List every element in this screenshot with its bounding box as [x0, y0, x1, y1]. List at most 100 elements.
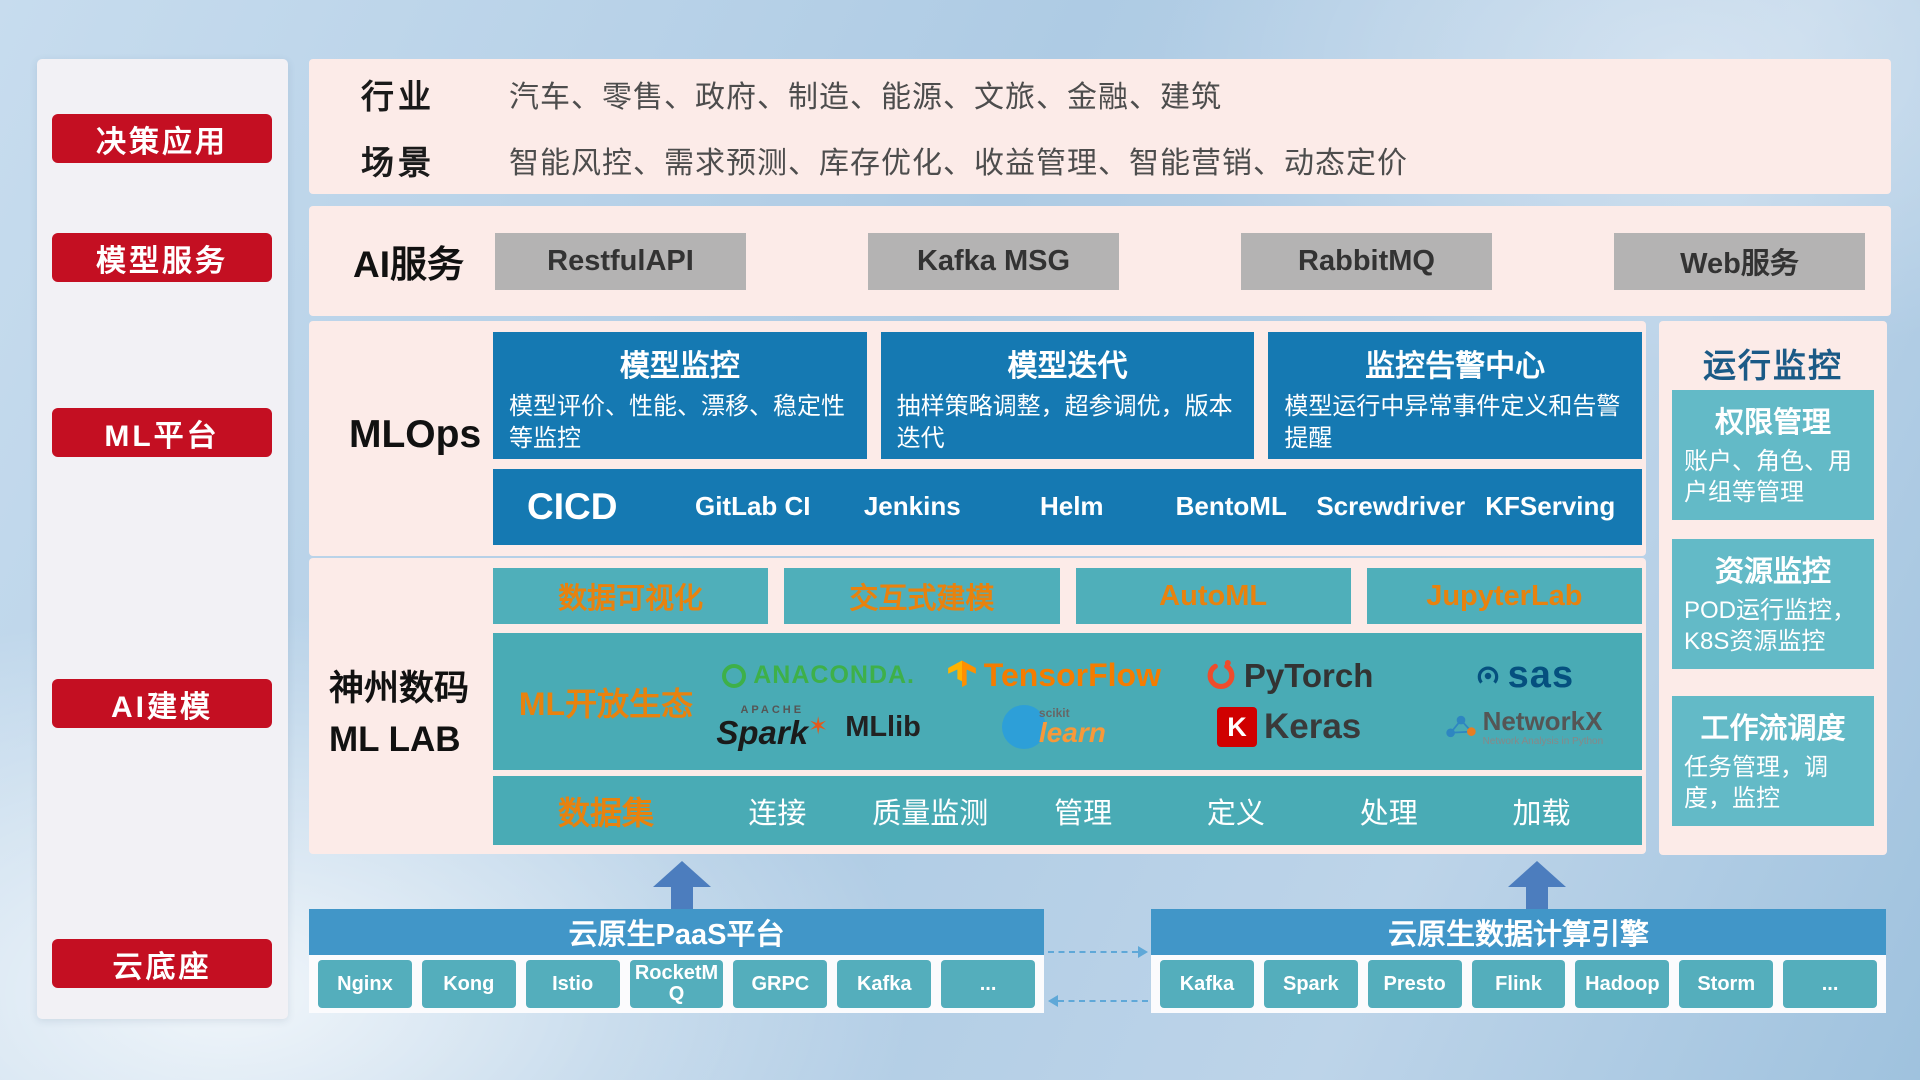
- jupyterlab-button: JupyterLab: [1366, 568, 1642, 624]
- more-chip: ...: [941, 960, 1036, 1008]
- web-service-button: Web服务: [1614, 232, 1865, 290]
- spark-mllib-logo: APACHE Spark ✶ MLlib: [701, 704, 936, 751]
- spark-label: Spark: [716, 714, 809, 751]
- paas-platform-bar: 云原生PaaS平台: [309, 909, 1044, 955]
- tensorflow-logo: TensorFlow: [936, 657, 1171, 694]
- alert-center-card: 监控告警中心 模型运行中异常事件定义和告警提醒: [1268, 332, 1643, 459]
- mllib-label: MLlib: [845, 710, 921, 743]
- pytorch-icon: [1207, 659, 1235, 689]
- ml-lab-label-line1: 神州数码: [329, 669, 470, 708]
- dataset-define: 定义: [1206, 797, 1265, 830]
- sidebar-item-model-service: 模型服务: [52, 233, 272, 282]
- tensorflow-icon: [947, 660, 976, 688]
- dataset-load: 加载: [1512, 797, 1571, 830]
- dashed-arrow-right-icon: [1138, 946, 1148, 958]
- automl-button: AutoML: [1075, 568, 1351, 624]
- nginx-chip: Nginx: [318, 960, 412, 1008]
- bentoml-item: BentoML: [1175, 491, 1287, 522]
- dataset-label: 数据集: [557, 794, 654, 831]
- data-visualization-button: 数据可视化: [493, 568, 769, 624]
- kong-chip: Kong: [421, 960, 516, 1008]
- ml-lab-tools: 数据可视化 交互式建模 AutoML JupyterLab: [493, 568, 1642, 624]
- keras-label: Keras: [1263, 707, 1362, 746]
- industry-value: 汽车、零售、政府、制造、能源、文旅、金融、建筑: [509, 80, 1222, 114]
- card-title: 资源监控: [1714, 556, 1831, 588]
- card-title: 模型迭代: [1007, 350, 1128, 383]
- ai-service-buttons: RestfulAPI Kafka MSG RabbitMQ Web服务: [495, 232, 1865, 290]
- resource-monitor-card: 资源监控 POD运行监控，K8S资源监控: [1672, 539, 1874, 669]
- keras-logo: K Keras: [1172, 707, 1407, 747]
- istio-chip: Istio: [525, 960, 620, 1008]
- kfserving-item: KFServing: [1485, 491, 1616, 522]
- scikit-learn-logo: scikit learn: [936, 705, 1171, 749]
- spark-wordmark: APACHE Spark ✶: [716, 704, 829, 751]
- grpc-chip: GRPC: [733, 960, 828, 1008]
- dataset-items: 连接 质量监测 管理 定义 处理 加载: [701, 790, 1618, 832]
- tensorflow-label: TensorFlow: [983, 657, 1161, 693]
- card-desc: 模型评价、性能、漂移、稳定性等监控: [509, 393, 845, 452]
- jenkins-item: Jenkins: [863, 491, 961, 522]
- left-sidebar: 决策应用 模型服务 ML平台 AI建模 云底座: [37, 59, 288, 1019]
- card-desc: 账户、角色、用户组等管理: [1684, 448, 1852, 507]
- data-engine-components-strip: Kafka Spark Presto Flink Hadoop Storm ..…: [1151, 955, 1886, 1013]
- kafka-msg-button: Kafka MSG: [868, 232, 1119, 290]
- cicd-label: CICD: [527, 486, 618, 527]
- networkx-icon: [1445, 715, 1476, 738]
- pytorch-label: PyTorch: [1243, 656, 1374, 694]
- card-desc: 任务管理，调度，监控: [1684, 754, 1828, 813]
- sas-label: sas: [1507, 654, 1575, 696]
- anaconda-label: ANACONDA.: [753, 661, 916, 689]
- sas-logo: sas: [1407, 654, 1642, 697]
- apache-label: APACHE: [740, 704, 805, 716]
- dataset-connect: 连接: [748, 797, 807, 830]
- model-iteration-card: 模型迭代 抽样策略调整，超参调优，版本迭代: [880, 332, 1255, 459]
- sas-icon: [1477, 666, 1498, 684]
- sidebar-item-ml-platform: ML平台: [52, 408, 272, 457]
- rabbitmq-button: RabbitMQ: [1241, 232, 1492, 290]
- paas-components-strip: Nginx Kong Istio RocketMQ GRPC Kafka ...: [309, 955, 1044, 1013]
- up-arrow-left-stem: [671, 886, 693, 909]
- interactive-modeling-button: 交互式建模: [784, 568, 1060, 624]
- helm-item: Helm: [1039, 491, 1104, 522]
- ai-service-panel: AI服务 RestfulAPI Kafka MSG RabbitMQ Web服务: [309, 206, 1891, 316]
- spark-row: Spark ✶: [716, 713, 829, 751]
- networkx-logo: NetworkX Network Analysis in Python: [1407, 707, 1642, 747]
- spark-star-icon: ✶: [808, 713, 829, 740]
- runtime-monitor-panel: 运行监控 权限管理 账户、角色、用户组等管理 资源监控 POD运行监控，K8S资…: [1659, 321, 1887, 855]
- spark-chip: Spark: [1263, 960, 1358, 1008]
- permission-management-card: 权限管理 账户、角色、用户组等管理: [1672, 390, 1874, 520]
- anaconda-logo: ANACONDA.: [701, 661, 936, 690]
- industry-scene-panel: 行业 汽车、零售、政府、制造、能源、文旅、金融、建筑 场景 智能风控、需求预测、…: [309, 59, 1891, 194]
- screwdriver-item: Screwdriver: [1316, 491, 1466, 522]
- flink-chip: Flink: [1471, 960, 1566, 1008]
- ai-service-label: AI服务: [353, 244, 464, 285]
- card-title: 工作流调度: [1700, 713, 1846, 745]
- networkx-wordmark: NetworkX Network Analysis in Python: [1483, 707, 1604, 747]
- mlops-cards: 模型监控 模型评价、性能、漂移、稳定性等监控 模型迭代 抽样策略调整，超参调优，…: [493, 332, 1643, 459]
- ml-lab-label-line2: ML LAB: [329, 719, 461, 759]
- cicd-bar: CICD GitLab CI Jenkins Helm BentoML Scre…: [493, 469, 1642, 545]
- scene-label: 场景: [361, 143, 435, 181]
- dataset-process: 处理: [1359, 797, 1418, 830]
- data-engine-bar: 云原生数据计算引擎: [1151, 909, 1886, 955]
- mlops-label: MLOps: [349, 413, 482, 456]
- networkx-label: NetworkX: [1482, 706, 1603, 737]
- card-desc: POD运行监控，K8S资源监控: [1684, 597, 1857, 656]
- sidebar-item-cloud-base: 云底座: [52, 939, 272, 988]
- dataset-quality: 质量监测: [872, 797, 989, 830]
- ml-lab-label: 神州数码 ML LAB: [329, 664, 493, 766]
- model-monitoring-card: 模型监控 模型评价、性能、漂移、稳定性等监控: [493, 332, 867, 459]
- networkx-subtitle: Network Analysis in Python: [1482, 735, 1604, 747]
- dashed-arrow-left-line: [1058, 1000, 1148, 1002]
- presto-chip: Presto: [1367, 960, 1462, 1008]
- up-arrow-left-icon: [653, 861, 711, 887]
- kafka-chip: Kafka: [837, 960, 932, 1008]
- ecosystem-label: ML开放生态: [518, 685, 694, 722]
- scikit-learn-wordmark: scikit learn: [1039, 707, 1106, 747]
- card-title: 监控告警中心: [1365, 350, 1546, 383]
- workflow-scheduler-card: 工作流调度 任务管理，调度，监控: [1672, 696, 1874, 826]
- scene-row: 场景 智能风控、需求预测、库存优化、收益管理、智能营销、动态定价: [361, 136, 1891, 184]
- card-title: 权限管理: [1714, 407, 1831, 439]
- anaconda-icon: [722, 663, 747, 688]
